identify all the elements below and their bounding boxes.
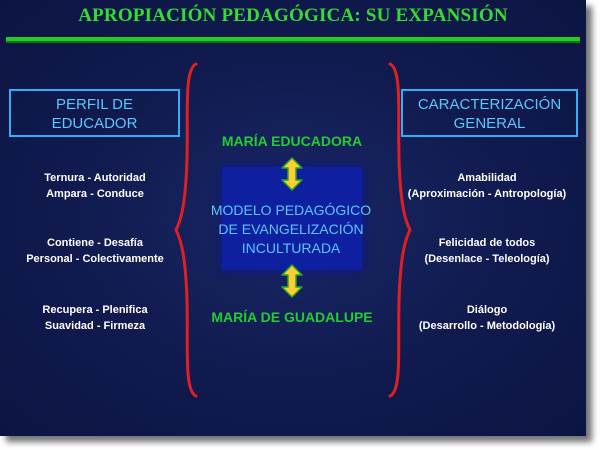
maria-de-guadalupe-label: MARÍA DE GUADALUPE: [211, 309, 373, 325]
caracterizacion-general-line2: GENERAL: [453, 115, 526, 132]
left-item-1-line2: Ampara - Conduce: [46, 188, 144, 200]
right-item-3-line2: (Desarrollo - Metodología): [418, 320, 556, 332]
title-underline: [6, 37, 580, 41]
slide: APROPIACIÓN PEDAGÓGICA: SU EXPANSIÓN PER…: [0, 0, 586, 436]
perfil-educador-box: PERFIL DE EDUCADOR: [9, 89, 180, 137]
double-arrow-top-icon: [281, 157, 303, 191]
modelo-line1: MODELO PEDAGÓGICO: [210, 202, 372, 218]
right-item-1-line1: Amabilidad: [457, 172, 517, 184]
left-item-1: Ternura - Autoridad Ampara - Conduce: [0, 170, 190, 202]
left-brace-icon: [174, 62, 198, 398]
right-item-2: Felicidad de todos (Desenlace - Teleolog…: [392, 235, 582, 267]
right-item-2-line2: (Desenlace - Teleología): [424, 253, 550, 265]
modelo-line3: INCULTURADA: [241, 240, 341, 256]
left-item-3: Recupera - Plenifica Suavidad - Firmeza: [0, 302, 190, 334]
left-item-2-line1: Contiene - Desafía: [47, 237, 143, 249]
left-item-3-line2: Suavidad - Firmeza: [44, 320, 146, 332]
caracterizacion-general-box: CARACTERIZACIÓN GENERAL: [401, 89, 578, 137]
right-brace-icon: [388, 62, 412, 398]
right-item-3-line1: Diálogo: [466, 304, 508, 316]
left-item-2: Contiene - Desafía Personal - Colectivam…: [0, 235, 190, 267]
slide-title: APROPIACIÓN PEDAGÓGICA: SU EXPANSIÓN: [78, 5, 508, 26]
right-item-3: Diálogo (Desarrollo - Metodología): [392, 302, 582, 334]
perfil-educador-line1: PERFIL DE: [56, 96, 133, 113]
right-item-1-line2: (Aproximación - Antropología): [407, 188, 567, 200]
caracterizacion-general-line1: CARACTERIZACIÓN: [417, 96, 562, 113]
modelo-pedagogico-text: MODELO PEDAGÓGICO DE EVANGELIZACIÓN INCU…: [190, 201, 392, 258]
perfil-educador-line2: EDUCADOR: [51, 115, 138, 132]
left-item-2-line2: Personal - Colectivamente: [26, 253, 164, 265]
left-item-1-line1: Ternura - Autoridad: [44, 172, 146, 184]
left-item-3-line1: Recupera - Plenifica: [42, 304, 148, 316]
right-item-1: Amabilidad (Aproximación - Antropología): [392, 170, 582, 202]
modelo-line2: DE EVANGELIZACIÓN: [218, 221, 364, 237]
maria-educadora-label: MARÍA EDUCADORA: [221, 133, 363, 149]
double-arrow-bottom-icon: [281, 264, 303, 298]
right-item-2-line1: Felicidad de todos: [438, 237, 536, 249]
